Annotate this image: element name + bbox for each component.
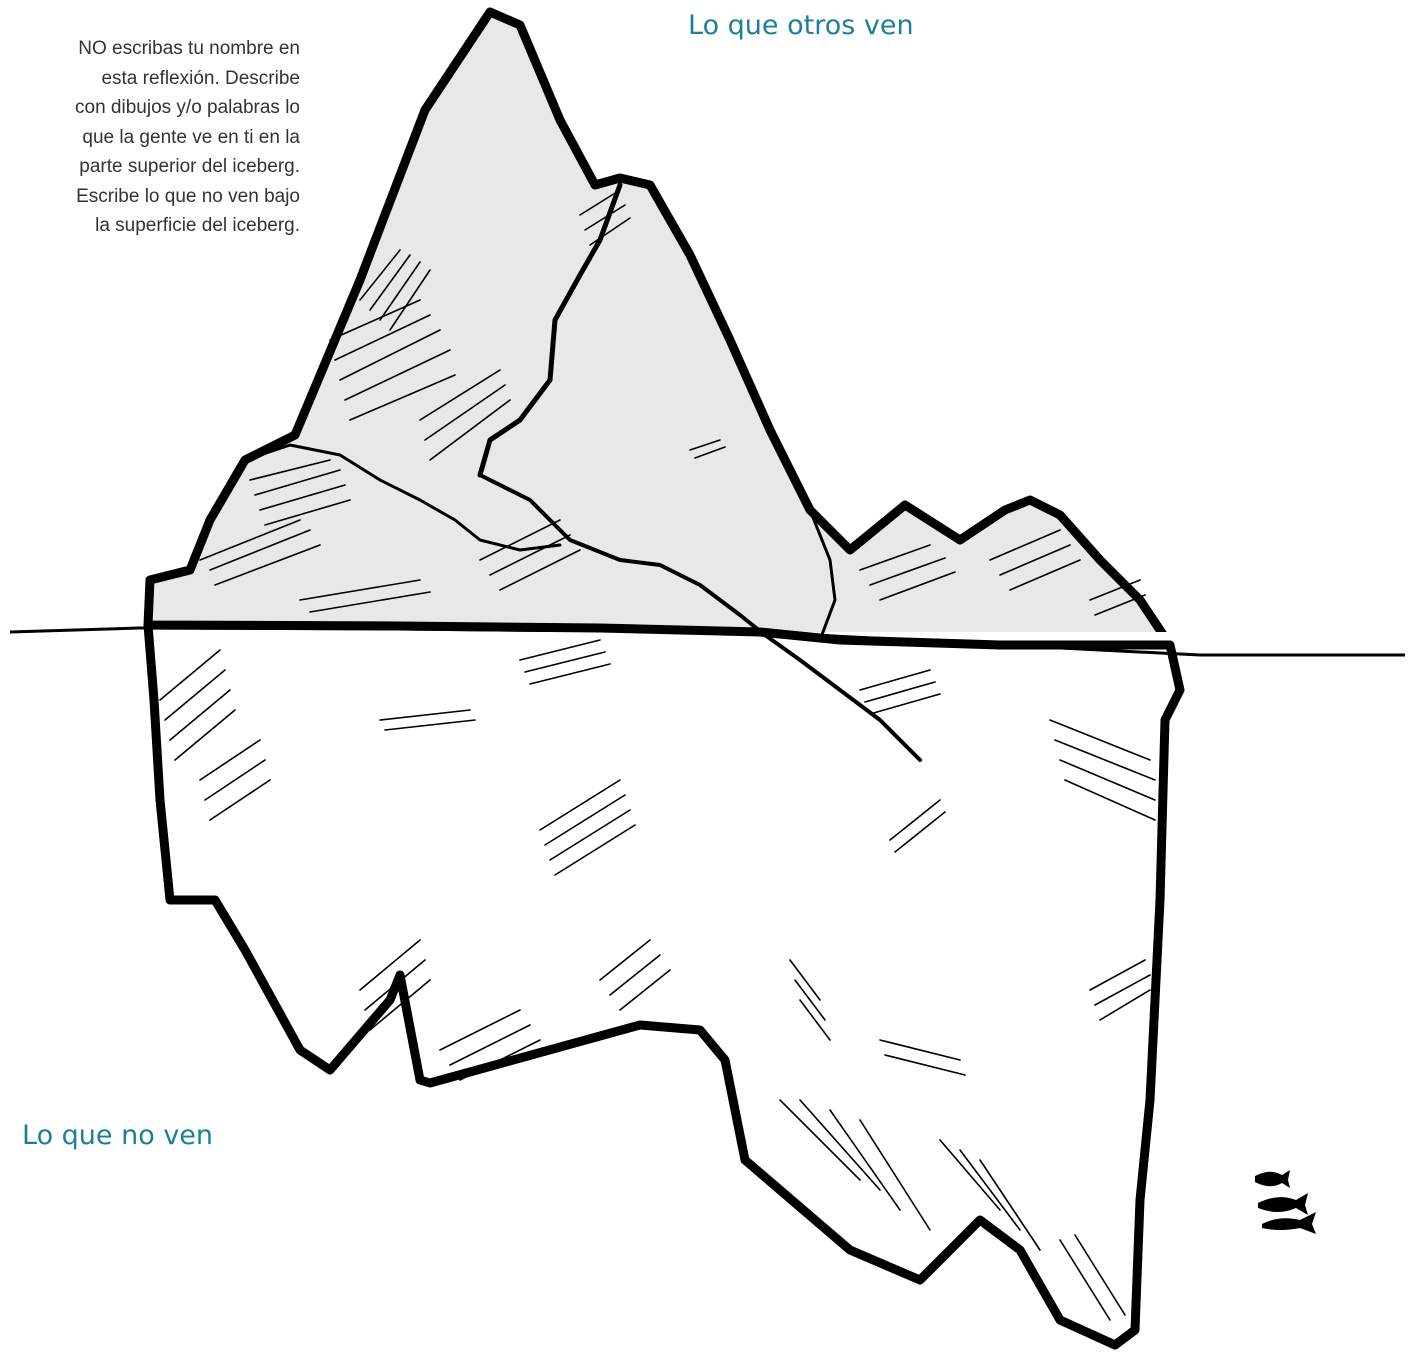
iceberg-underwater-part: [148, 625, 1180, 1345]
instructions-line: que la gente ve en ti en la: [0, 123, 300, 153]
fish-icon: [1255, 1170, 1316, 1234]
instructions-line: parte superior del iceberg.: [0, 152, 300, 182]
heading-what-they-dont-see: Lo que no ven: [22, 1120, 213, 1151]
instructions-line: la superficie del iceberg.: [0, 211, 300, 241]
instructions-line: con dibujos y/o palabras lo: [0, 93, 300, 123]
instructions-line: Escribe lo que no ven bajo: [0, 182, 300, 212]
instructions-text: NO escribas tu nombre en esta reflexión.…: [0, 34, 300, 241]
iceberg-visible-part: [148, 12, 1170, 645]
instructions-line: esta reflexión. Describe: [0, 64, 300, 94]
instructions-line: NO escribas tu nombre en: [0, 34, 300, 64]
heading-what-others-see: Lo que otros ven: [688, 10, 914, 41]
